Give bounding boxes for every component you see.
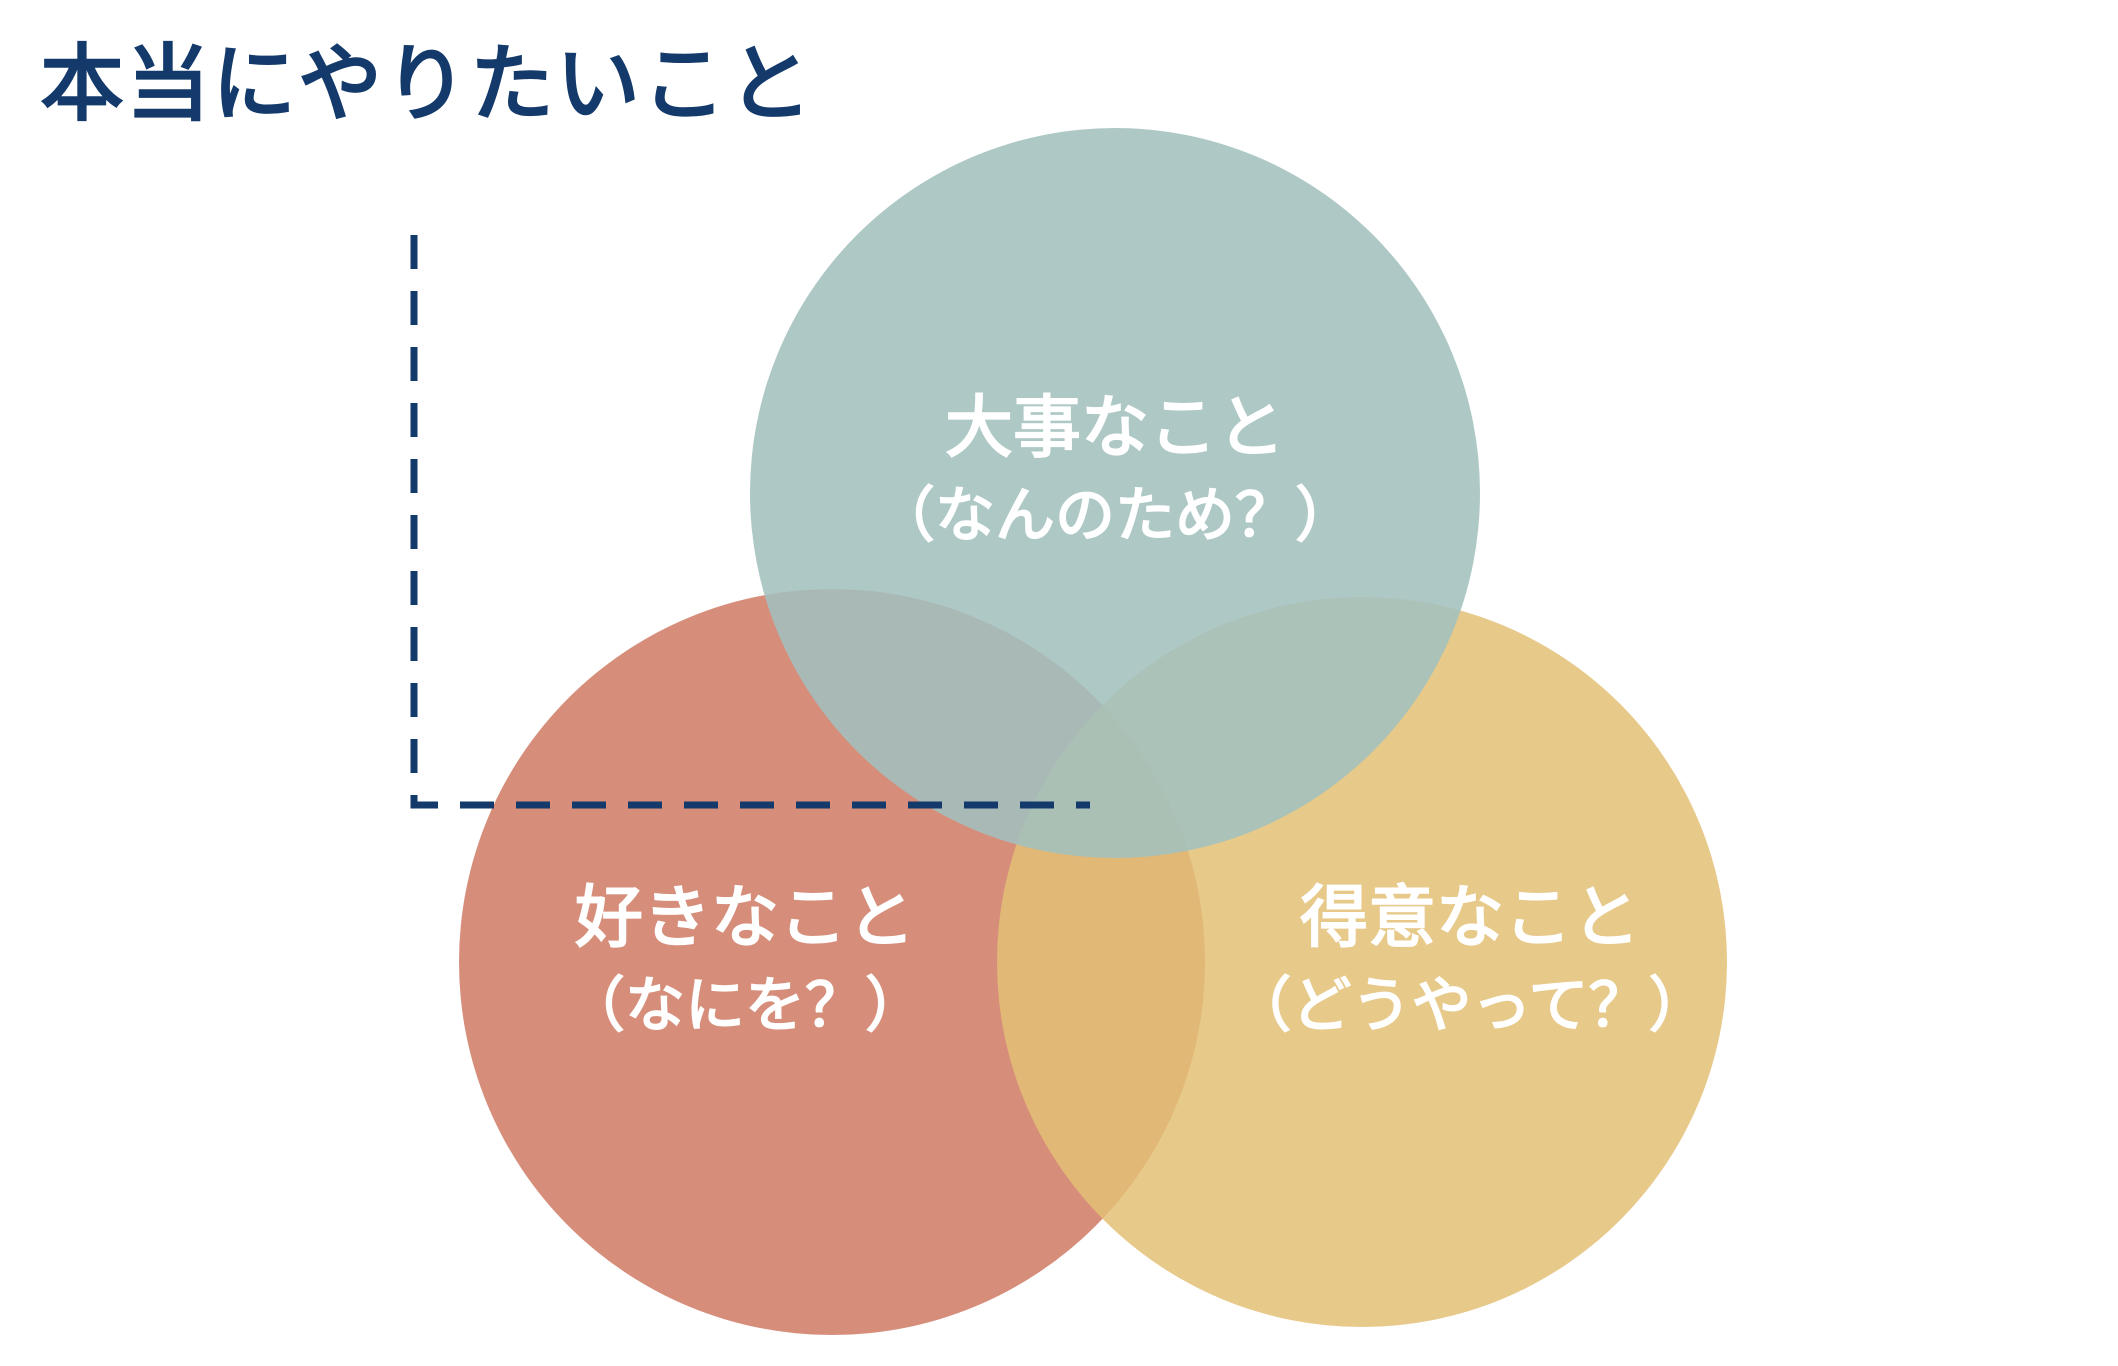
page-title: 本当にやりたいこと bbox=[40, 35, 815, 133]
skill-sub-label: （どうやって？） bbox=[1231, 971, 1709, 1041]
like-label: 好きなこと bbox=[574, 879, 915, 958]
skill-label: 得意なこと bbox=[1299, 879, 1640, 958]
important-label: 大事なこと bbox=[944, 389, 1285, 468]
dashed-guide-line bbox=[410, 235, 1090, 809]
circle-skill-label: 得意なこと （どうやって？） bbox=[1232, 876, 1709, 1044]
circle-important bbox=[750, 128, 1480, 858]
circle-important-label: 大事なこと （なんのため？） bbox=[875, 386, 1355, 554]
like-sub-label: （なにを？） bbox=[565, 971, 925, 1041]
important-sub-label: （なんのため？） bbox=[875, 481, 1355, 551]
circle-like-label: 好きなこと （なにを？） bbox=[565, 876, 925, 1044]
